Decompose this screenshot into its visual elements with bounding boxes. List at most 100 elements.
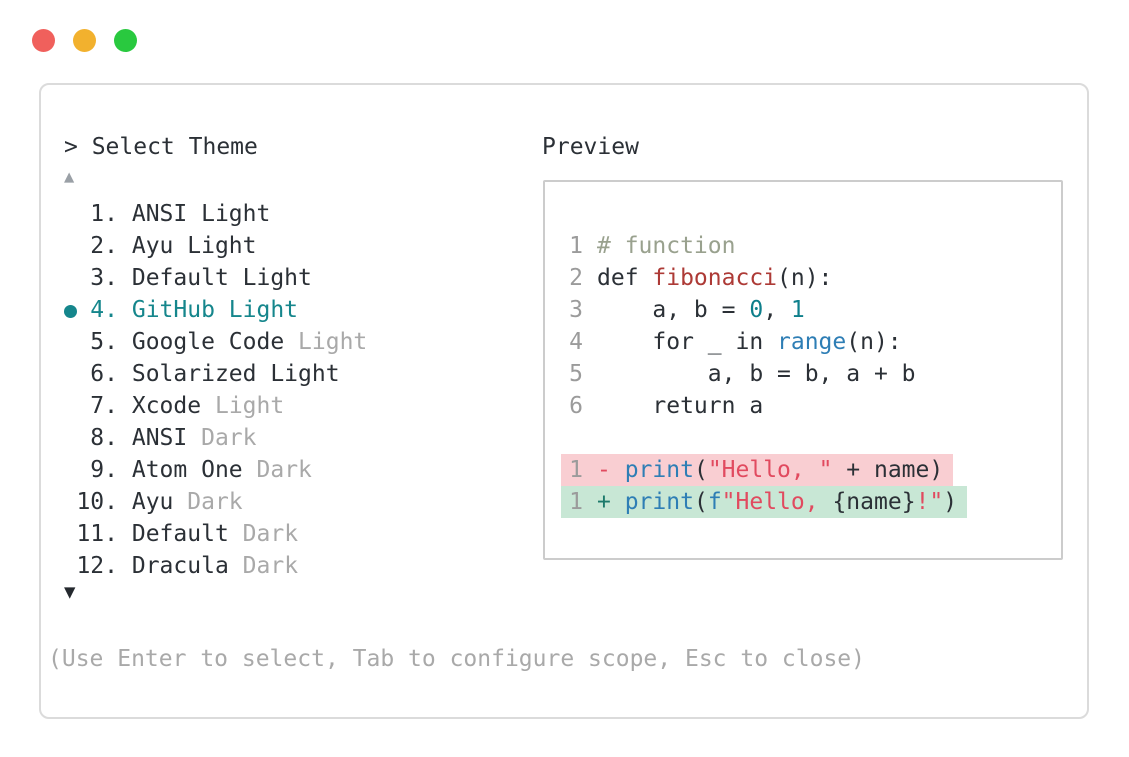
theme-item-solarized-light[interactable]: 6. Solarized Light bbox=[64, 358, 367, 390]
line-number: 2 bbox=[569, 265, 583, 291]
code-token: , bbox=[763, 297, 791, 323]
code-line: 1 # function bbox=[569, 230, 967, 262]
theme-item-name: Ayu bbox=[131, 489, 174, 515]
line-number: 1 bbox=[569, 457, 583, 483]
theme-item-number: 2. bbox=[90, 233, 118, 259]
close-button[interactable] bbox=[32, 29, 55, 52]
code-token: print bbox=[624, 457, 694, 483]
theme-item-name: Atom One bbox=[131, 457, 243, 483]
code-line: 4 for _ in range(n): bbox=[569, 326, 967, 358]
code-token: + bbox=[597, 489, 625, 515]
code-token: ( bbox=[693, 489, 708, 515]
theme-item-ansi-light[interactable]: 1. ANSI Light bbox=[64, 198, 367, 230]
theme-item-name: Xcode bbox=[131, 393, 202, 419]
theme-item-variant: Light bbox=[214, 393, 285, 419]
select-theme-prompt: > Select Theme bbox=[64, 134, 258, 160]
code-line-diff-add: 1 + print(f"Hello, {name}!") bbox=[561, 486, 968, 518]
theme-item-default[interactable]: 11. Default Dark bbox=[64, 518, 367, 550]
theme-item-variant: Dark bbox=[242, 553, 299, 579]
window-controls bbox=[32, 29, 137, 52]
theme-item-number: 5. bbox=[90, 329, 118, 355]
line-number: 1 bbox=[569, 233, 583, 259]
theme-item-atom-one[interactable]: 9. Atom One Dark bbox=[64, 454, 367, 486]
code-line: 6 return a bbox=[569, 390, 967, 422]
code-token: fibonacci bbox=[652, 265, 778, 291]
code-token: def bbox=[597, 265, 653, 291]
theme-item-name: Default Light bbox=[131, 265, 312, 291]
code-token: ( bbox=[693, 457, 708, 483]
theme-item-number: 6. bbox=[90, 361, 118, 387]
theme-item-number: 3. bbox=[90, 265, 118, 291]
theme-item-name: ANSI Light bbox=[131, 201, 271, 227]
code-token: a, b = bbox=[597, 297, 750, 323]
theme-item-xcode[interactable]: 7. Xcode Light bbox=[64, 390, 367, 422]
code-token: ) bbox=[943, 489, 958, 515]
theme-item-name: Solarized Light bbox=[131, 361, 340, 387]
line-number: 3 bbox=[569, 297, 583, 323]
selected-dot-icon bbox=[64, 305, 77, 318]
theme-item-number: 1. bbox=[90, 201, 118, 227]
theme-item-ayu-light[interactable]: 2. Ayu Light bbox=[64, 230, 367, 262]
code-token: !" bbox=[915, 489, 944, 515]
diff-highlight: 1- print("Hello, " + name) bbox=[561, 454, 954, 486]
theme-item-number: 4. bbox=[90, 297, 118, 323]
selected-bullet bbox=[64, 294, 77, 326]
code-token: 0 bbox=[749, 297, 764, 323]
theme-item-number: 12. bbox=[76, 553, 118, 579]
code-token: for _ in bbox=[597, 329, 778, 355]
theme-item-google-code[interactable]: 5. Google Code Light bbox=[64, 326, 367, 358]
theme-item-ansi[interactable]: 8. ANSI Dark bbox=[64, 422, 367, 454]
theme-item-number: 9. bbox=[90, 457, 118, 483]
theme-item-name: Ayu Light bbox=[131, 233, 257, 259]
line-number: 1 bbox=[569, 489, 583, 515]
zoom-button[interactable] bbox=[114, 29, 137, 52]
theme-item-name: GitHub Light bbox=[131, 297, 299, 323]
code-token: (n): bbox=[777, 265, 833, 291]
code-token: a, b = b, a + b bbox=[597, 361, 916, 387]
theme-item-variant: Light bbox=[298, 329, 368, 355]
code-token: "Hello, " bbox=[707, 457, 833, 483]
line-number: 5 bbox=[569, 361, 583, 387]
code-token: "Hello, bbox=[721, 489, 833, 515]
preview-label: Preview bbox=[542, 134, 639, 160]
theme-item-variant: Dark bbox=[187, 489, 243, 515]
code-token: + name) bbox=[832, 457, 944, 483]
code-token: range bbox=[777, 329, 847, 355]
help-text: (Use Enter to select, Tab to configure s… bbox=[48, 646, 865, 672]
theme-item-name: Default bbox=[131, 521, 229, 547]
line-number: 4 bbox=[569, 329, 583, 355]
code-line-diff-del: 1- print("Hello, " + name) bbox=[561, 454, 967, 486]
theme-item-variant: Dark bbox=[242, 521, 299, 547]
code-token: f bbox=[707, 489, 722, 515]
code-token: - bbox=[597, 457, 625, 483]
code-token: # function bbox=[597, 233, 736, 259]
theme-item-number: 7. bbox=[90, 393, 118, 419]
code-token: print bbox=[624, 489, 694, 515]
code-token: return a bbox=[597, 393, 764, 419]
theme-item-default-light[interactable]: 3. Default Light bbox=[64, 262, 367, 294]
scroll-up-indicator[interactable]: ▲ bbox=[64, 167, 75, 187]
code-line: 5 a, b = b, a + b bbox=[569, 358, 967, 390]
diff-highlight: 1 + print(f"Hello, {name}!") bbox=[561, 486, 968, 518]
theme-item-github-light[interactable]: 4. GitHub Light bbox=[64, 294, 367, 326]
theme-item-number: 10. bbox=[76, 489, 118, 515]
theme-item-ayu[interactable]: 10. Ayu Dark bbox=[64, 486, 367, 518]
theme-item-name: Google Code bbox=[131, 329, 285, 355]
theme-item-number: 11. bbox=[76, 521, 118, 547]
code-token: {name} bbox=[832, 489, 916, 515]
theme-item-dracula[interactable]: 12. Dracula Dark bbox=[64, 550, 367, 582]
theme-item-number: 8. bbox=[90, 425, 118, 451]
theme-item-variant: Dark bbox=[201, 425, 257, 451]
code-line: 2 def fibonacci(n): bbox=[569, 262, 967, 294]
scroll-down-indicator[interactable]: ▼ bbox=[64, 581, 76, 603]
code-token: (n): bbox=[846, 329, 902, 355]
theme-item-variant: Dark bbox=[256, 457, 312, 483]
theme-item-name: Dracula bbox=[131, 553, 229, 579]
minimize-button[interactable] bbox=[73, 29, 96, 52]
theme-item-name: ANSI bbox=[131, 425, 188, 451]
